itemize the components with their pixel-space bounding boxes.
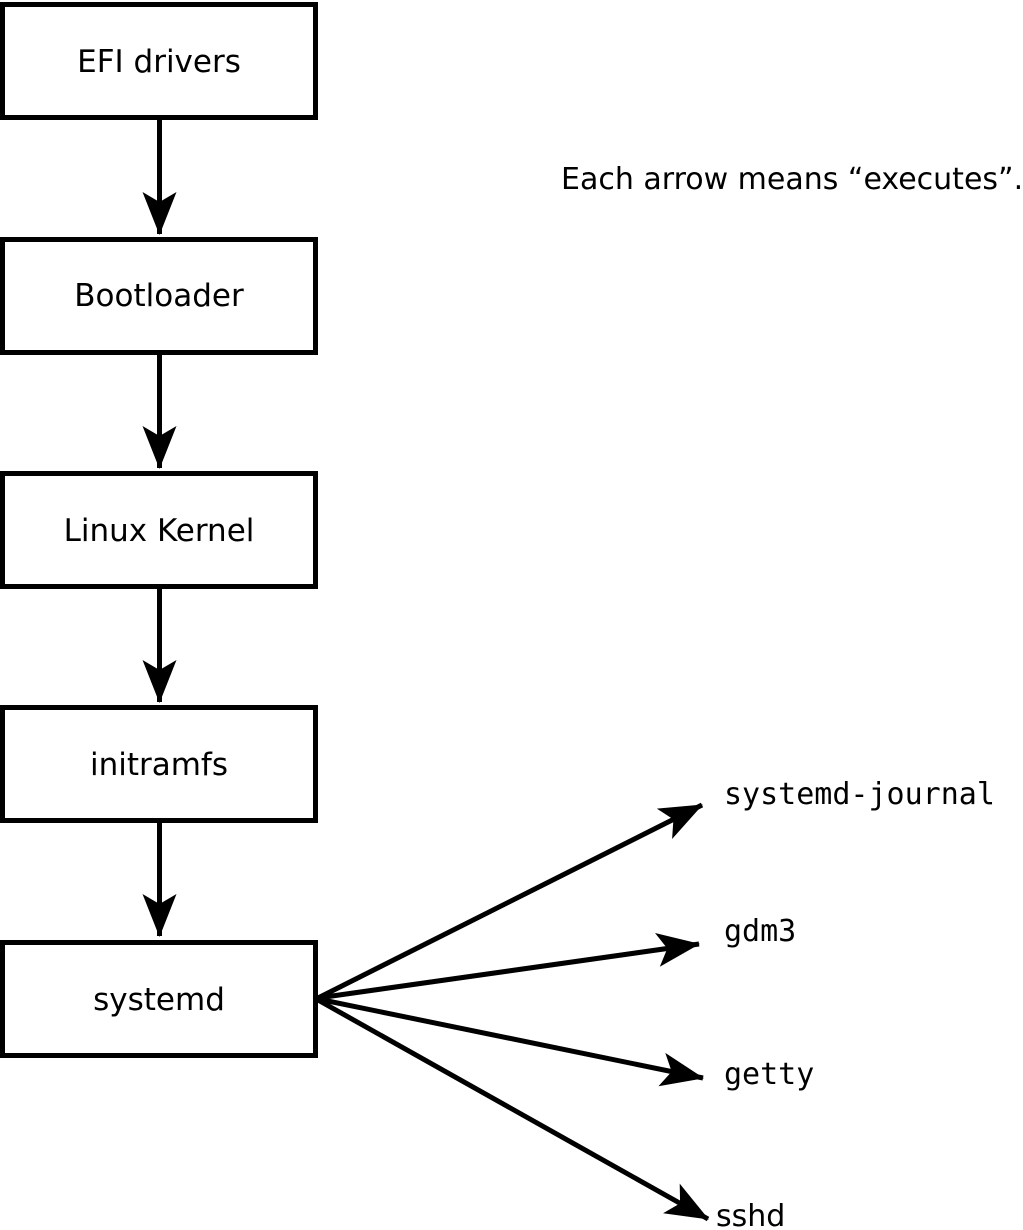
node-initramfs: initramfs — [0, 705, 318, 823]
node-label-initramfs: initramfs — [90, 747, 228, 783]
process-label-getty: getty — [724, 1057, 814, 1092]
process-label-gdm3: gdm3 — [724, 914, 796, 949]
node-box — [0, 471, 318, 589]
node-box — [0, 705, 318, 823]
executes-arrow-systemd-to-sshd — [316, 997, 710, 1222]
node-linux-kernel: Linux Kernel — [0, 471, 318, 589]
legend-note: Each arrow means “executes”. — [561, 162, 1023, 197]
node-box — [0, 940, 318, 1058]
node-box — [0, 2, 318, 120]
node-label-efi-drivers: EFI drivers — [77, 44, 241, 80]
executes-arrow-systemd-to-journal — [316, 802, 704, 1001]
node-label-linux-kernel: Linux Kernel — [64, 513, 255, 549]
node-efi-drivers: EFI drivers — [0, 2, 318, 120]
node-label-systemd: systemd — [93, 982, 225, 1018]
node-box — [0, 237, 318, 355]
node-systemd: systemd — [0, 940, 318, 1058]
process-label-systemd-journal: systemd-journal — [724, 777, 995, 812]
node-bootloader: Bootloader — [0, 237, 318, 355]
executes-arrow-systemd-to-gdm3 — [317, 933, 700, 1001]
executes-arrow-systemd-to-getty — [317, 996, 704, 1087]
process-label-sshd: sshd — [716, 1199, 785, 1230]
node-label-bootloader: Bootloader — [74, 278, 244, 314]
